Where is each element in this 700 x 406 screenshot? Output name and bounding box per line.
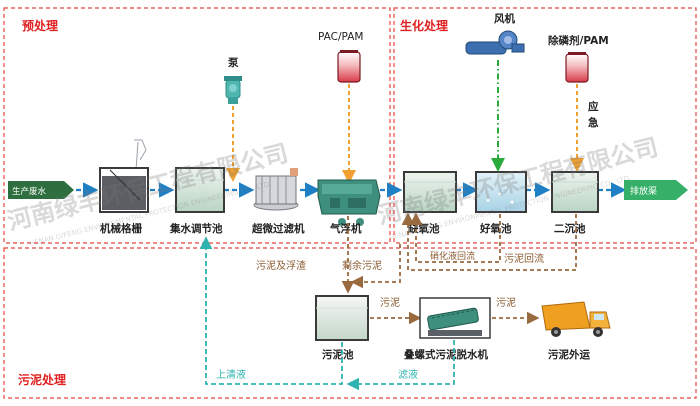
sludge-transport-label: 污泥外运 <box>548 348 590 361</box>
anoxic-tank-unit <box>403 171 457 213</box>
blower-icon <box>465 30 525 55</box>
sludge-to-truck-label: 污泥 <box>496 296 516 309</box>
micro-filter-unit <box>253 168 299 211</box>
sludge-label: 污泥处理 <box>18 372 66 387</box>
bar-screen-label: 机械格栅 <box>100 222 142 235</box>
outflow-label: 排放渠 <box>630 185 657 197</box>
sludge-return-label: 污泥回流 <box>504 252 544 265</box>
sludge-scum-label: 污泥及浮渣 <box>256 259 306 272</box>
equalization-tank-unit <box>175 167 225 213</box>
supernatant-label: 上清液 <box>216 368 246 381</box>
nitrate-recycle-line <box>409 212 501 263</box>
pump-label: 泵 <box>228 57 239 69</box>
pretreatment-label: 预处理 <box>22 18 58 33</box>
supernatant-line <box>199 236 343 385</box>
sludge-return-line <box>401 212 577 271</box>
excess-sludge-line <box>350 244 401 289</box>
emergency-label-1: 应 <box>588 100 599 113</box>
biochemical-section <box>393 7 697 244</box>
screw-press-unit <box>419 297 491 339</box>
inflow-tag: 生产废水 <box>8 181 74 199</box>
outflow-tag: 排放渠 <box>624 180 688 200</box>
biochemical-label: 生化处理 <box>400 18 448 33</box>
phosphorus-removal-tank-icon <box>565 52 589 83</box>
screw-press-label: 叠螺式污泥脱水机 <box>404 348 488 361</box>
emergency-label-2: 急 <box>588 116 599 129</box>
sludge-to-press-label: 污泥 <box>380 296 400 309</box>
pac-pam-label: PAC/PAM <box>318 31 363 43</box>
bar-screen-unit <box>99 139 149 213</box>
equalization-tank-label: 集水调节池 <box>169 222 223 235</box>
secondary-clarifier-label: 二沉池 <box>554 222 586 235</box>
pump-icon <box>224 76 242 104</box>
phosphorus-removal-label: 除磷剂/PAM <box>548 34 609 47</box>
blower-label: 风机 <box>494 12 515 25</box>
nitrate-recycle-label: 硝化液回流 <box>430 250 475 262</box>
sludge-tank-unit <box>315 295 369 341</box>
pretreatment-section <box>3 7 391 244</box>
aerobic-tank-unit <box>475 171 527 213</box>
sludge-section <box>3 247 697 399</box>
pac-pam-tank-icon <box>337 50 361 83</box>
micro-filter-label: 超微过滤机 <box>251 222 305 235</box>
filtrate-label: 滤液 <box>398 368 418 381</box>
air-flotation-unit <box>317 179 381 226</box>
aerobic-tank-label: 好氧池 <box>479 222 512 235</box>
filtrate-line <box>346 340 455 391</box>
truck-icon <box>541 301 611 337</box>
air-flotation-label: 气浮机 <box>329 222 362 235</box>
secondary-clarifier-unit <box>551 171 599 213</box>
excess-sludge-label: 剩余污泥 <box>342 259 382 272</box>
sludge-tank-label: 污泥池 <box>322 348 354 361</box>
inflow-label: 生产废水 <box>12 186 47 197</box>
